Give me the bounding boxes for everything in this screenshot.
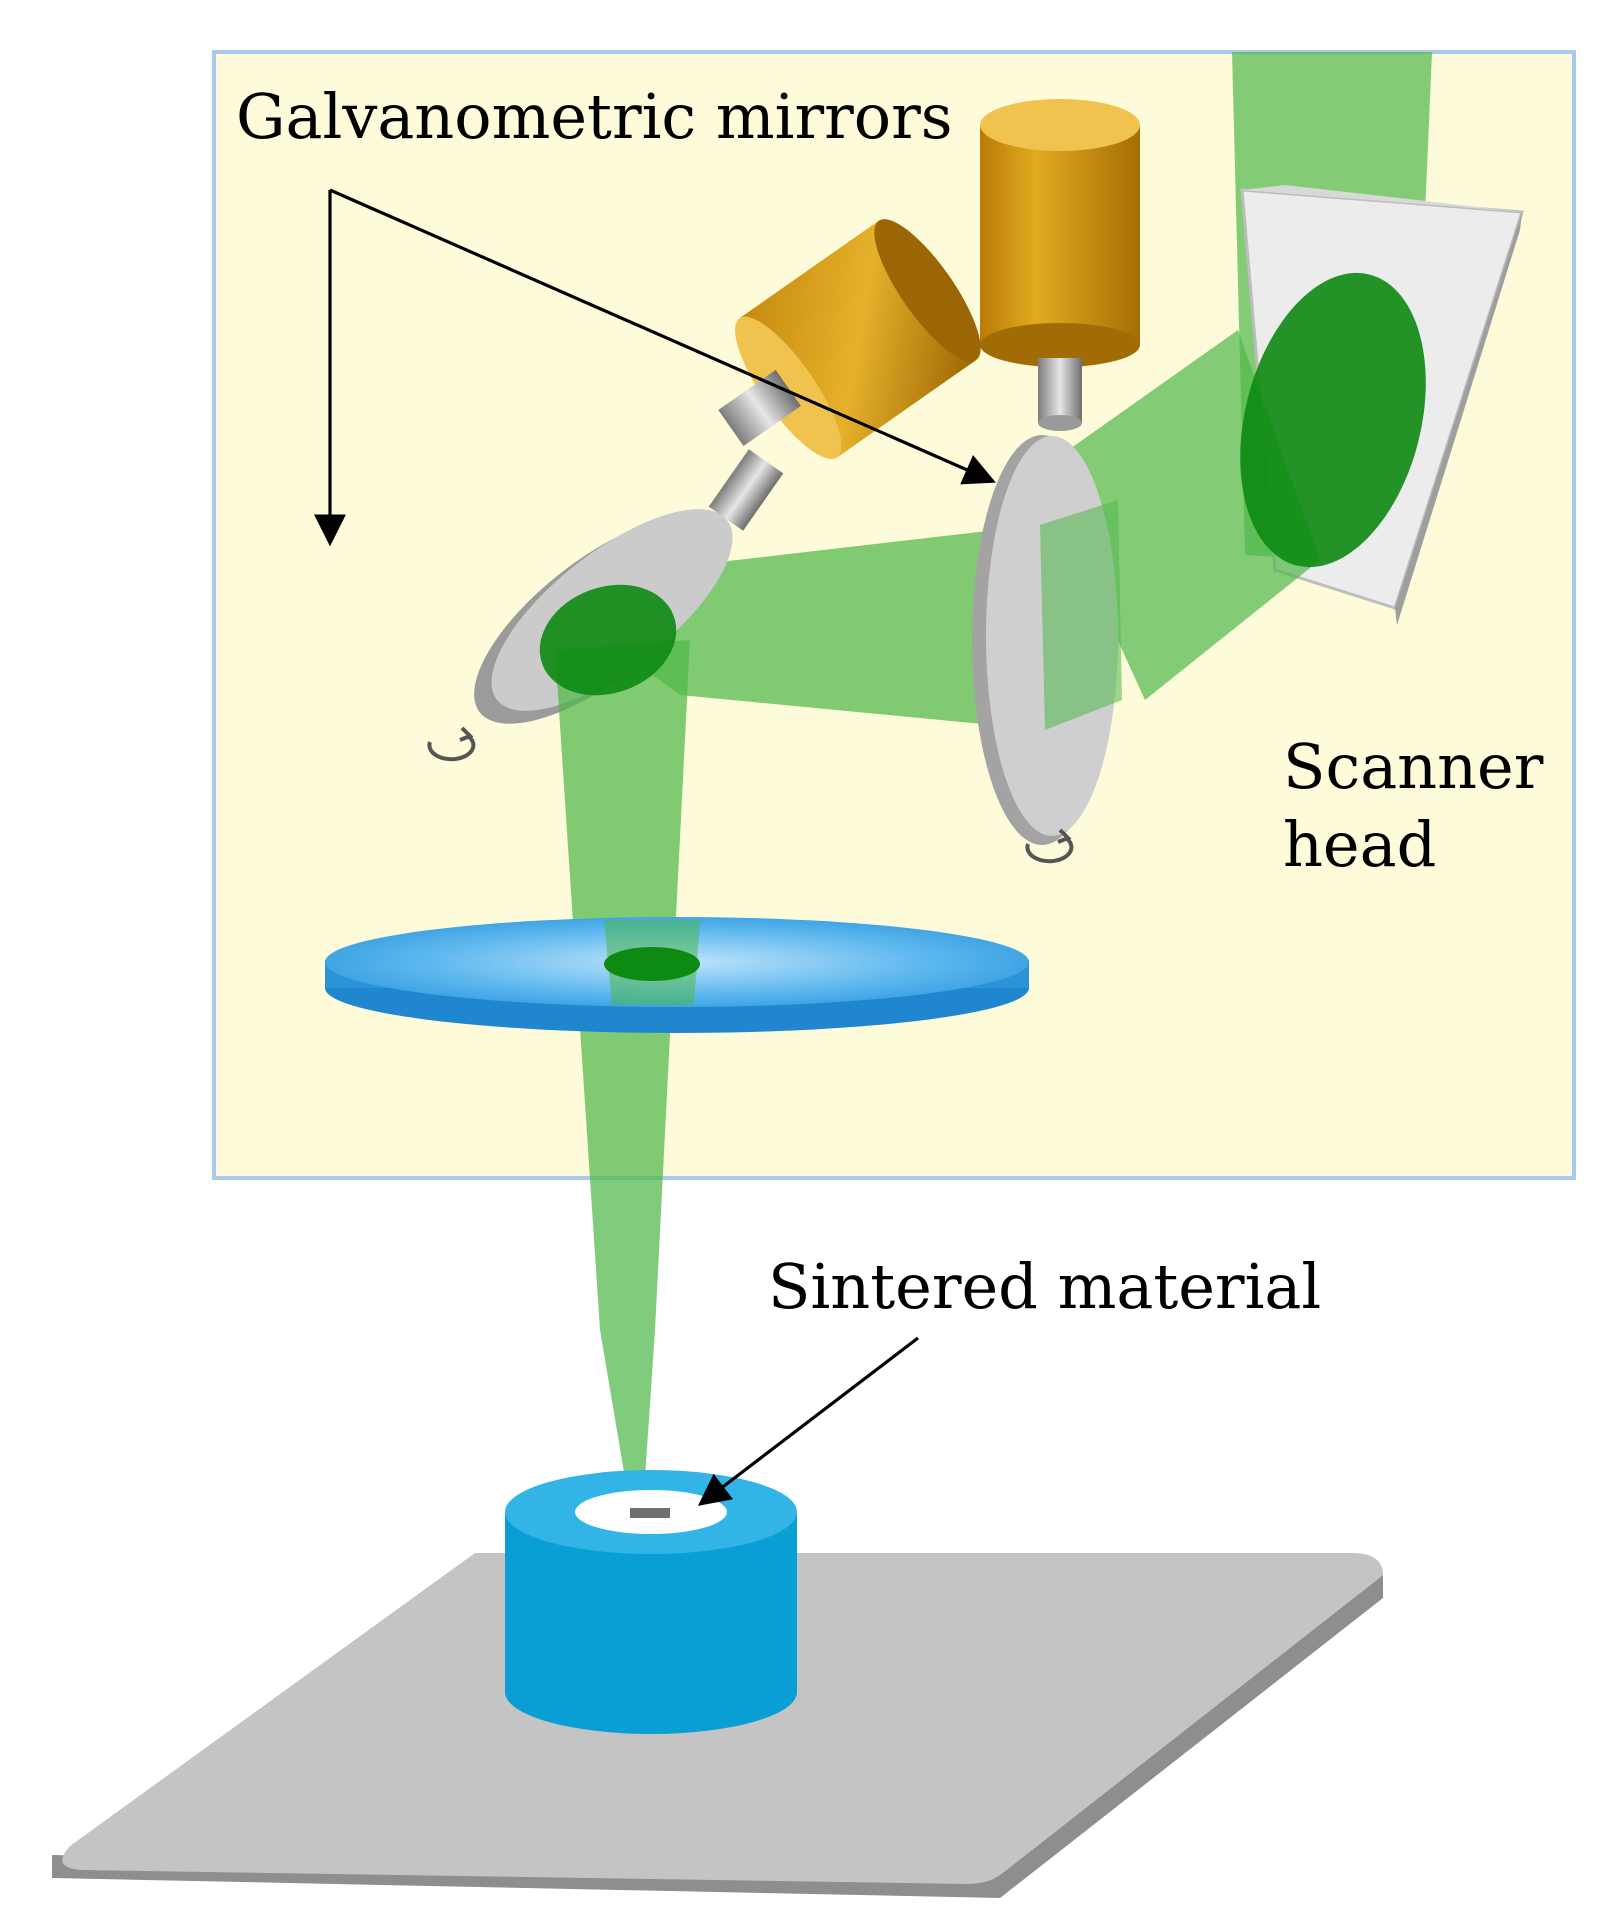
sintered-part: [630, 1508, 670, 1518]
laser-spot-lens: [604, 947, 700, 981]
laser-spot-plate: [1240, 272, 1426, 568]
sintered-material-label: Sintered material: [768, 1250, 1322, 1323]
scanner-head-label: Scanner head: [1283, 728, 1543, 883]
rotation-arrow-icon: [427, 726, 476, 762]
powder-bed-icon: [505, 1470, 797, 1734]
galvo-shaft: [708, 449, 784, 531]
rotation-arrow-icon: [1025, 828, 1074, 864]
scanner-head-label-line2: head: [1283, 807, 1437, 881]
scanner-head-label-line1: Scanner: [1283, 730, 1544, 803]
laser-beam-on-mirror2: [1040, 500, 1122, 730]
laser-beam-downward: [555, 640, 690, 1478]
galvo-motor-icon: [980, 99, 1140, 431]
galvo-callout-arrows: [314, 188, 996, 547]
laser-spot-mirror1: [539, 584, 677, 696]
galvanometric-mirrors-label: Galvanometric mirrors: [236, 80, 953, 153]
sintered-callout-arrow: [697, 1336, 919, 1506]
